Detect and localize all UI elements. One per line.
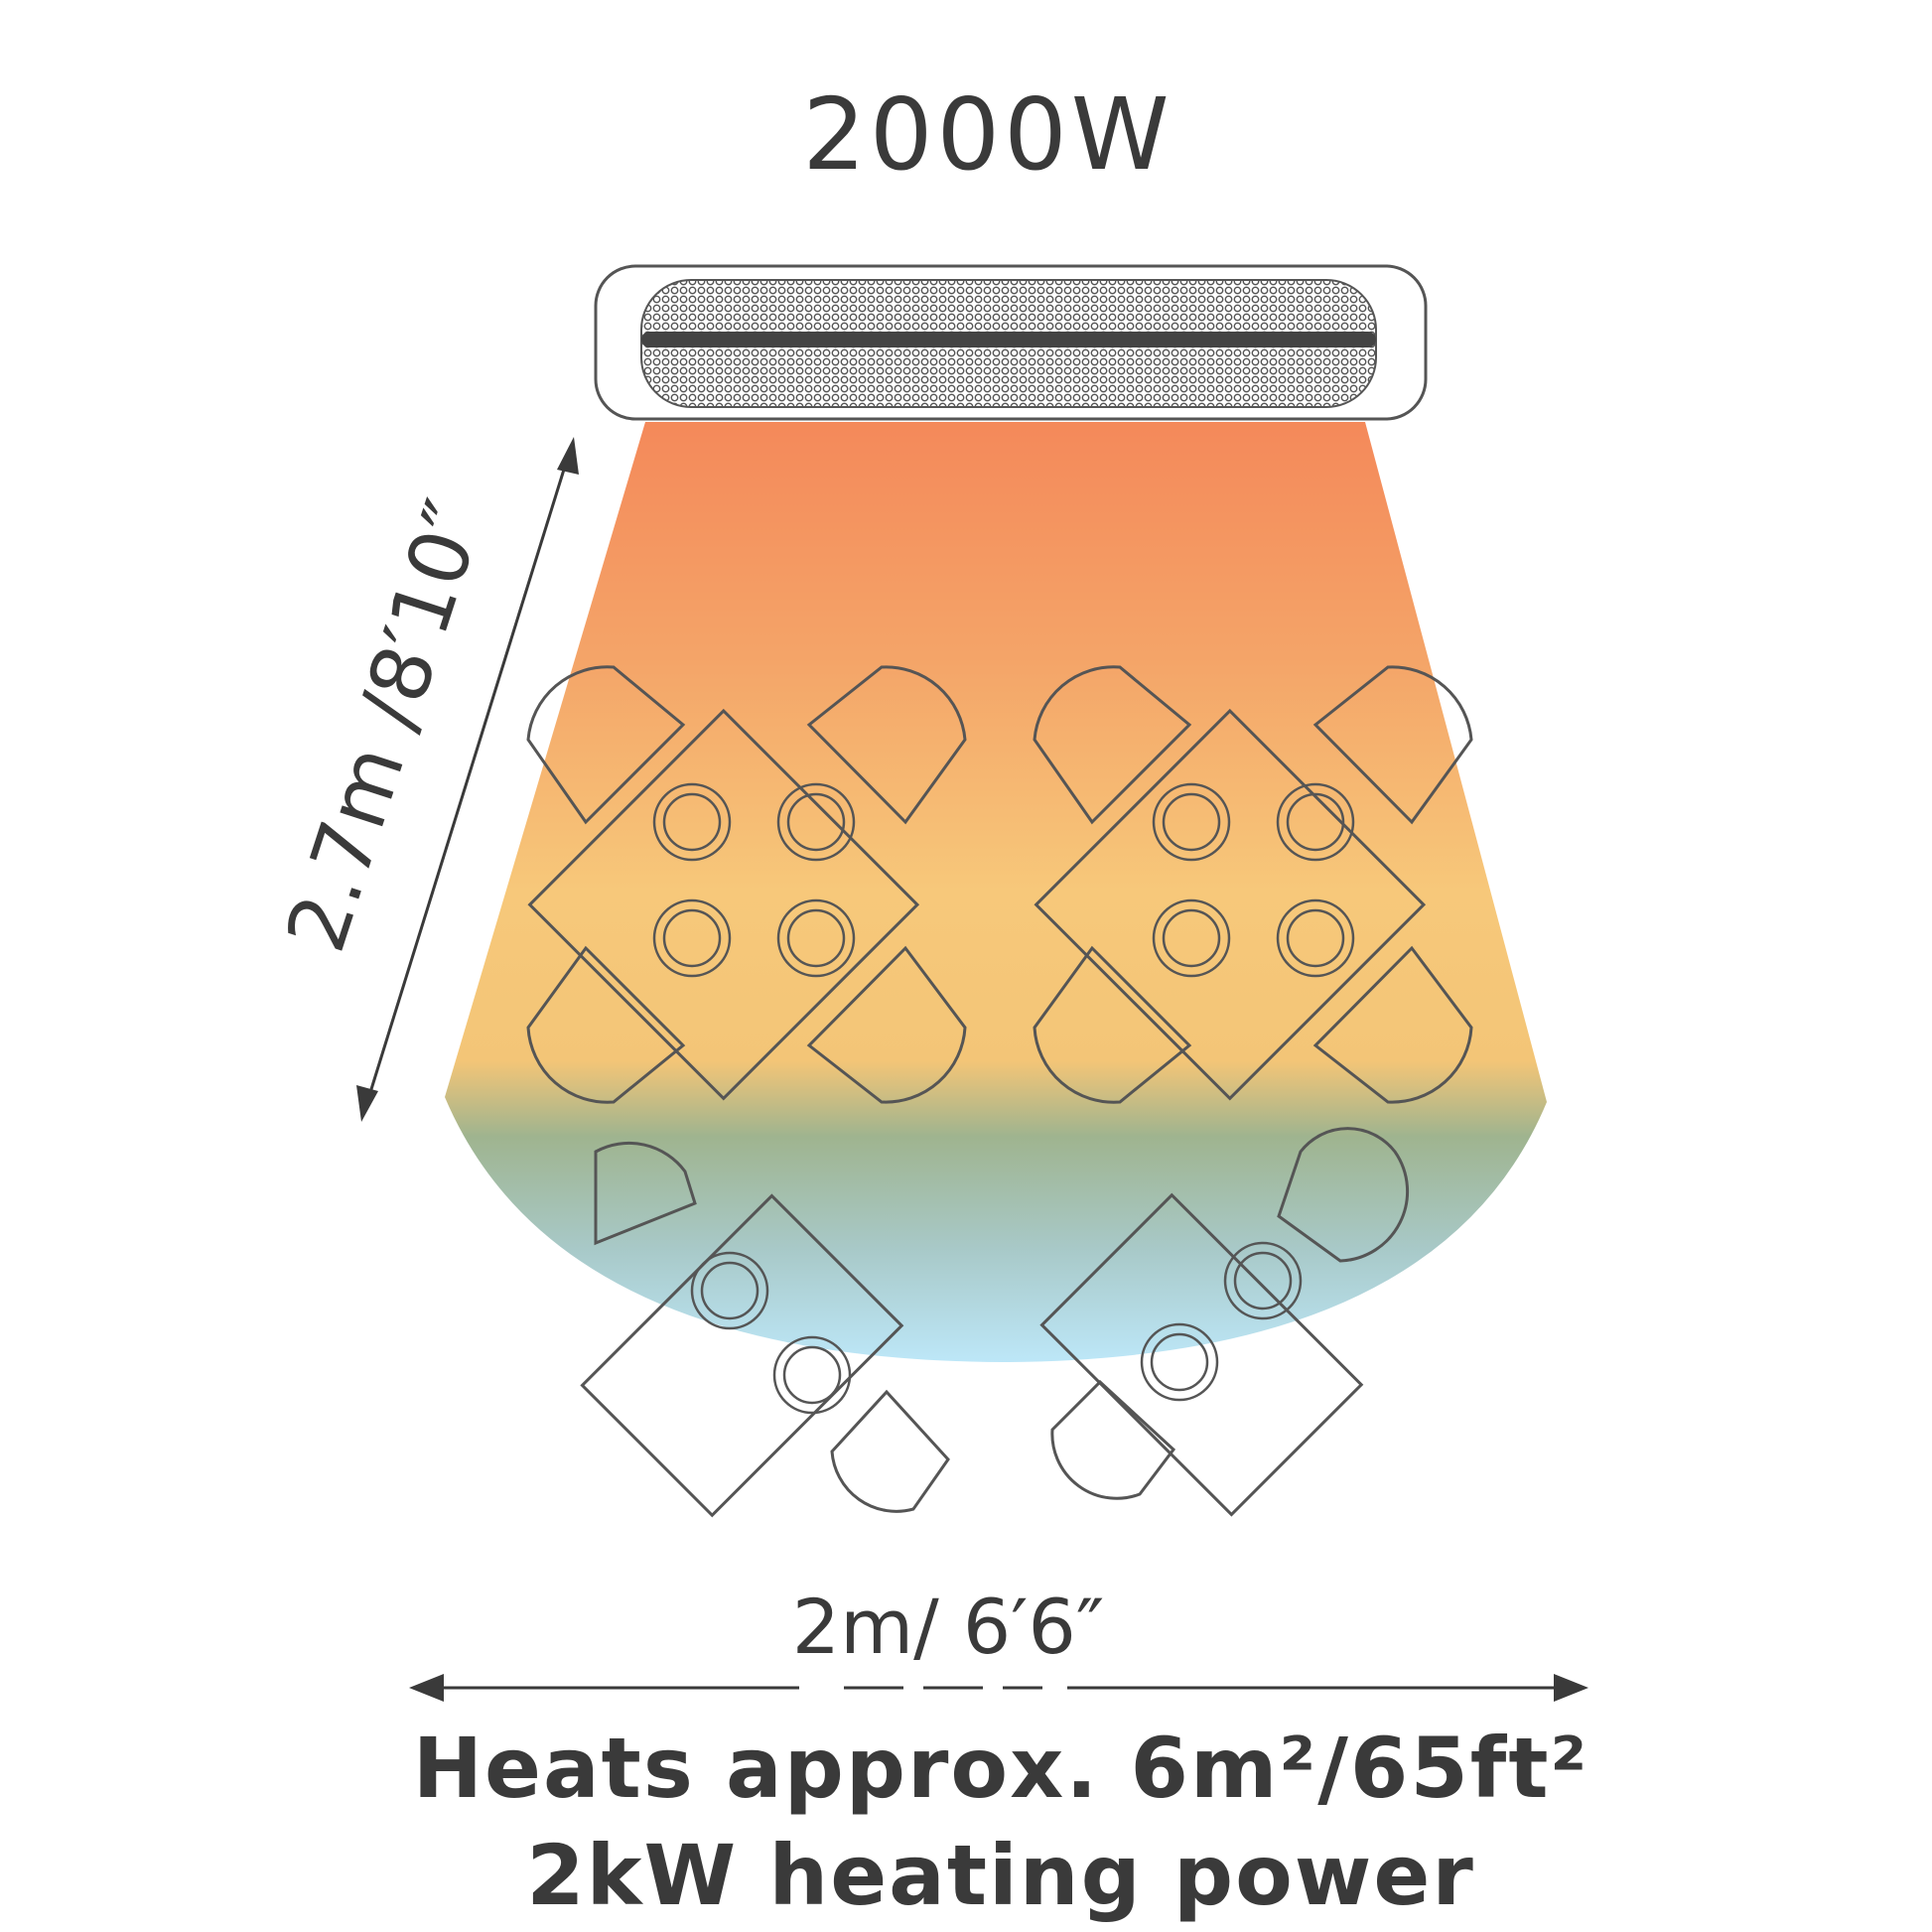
table-group-lower-right: [1039, 1127, 1410, 1517]
wattage-title: 2000W: [802, 76, 1173, 193]
coverage-label: Heats approx. 6m²/65ft²: [413, 1720, 1589, 1817]
depth-label: 2.7m /8′10″: [269, 489, 503, 962]
power-label: 2kW heating power: [526, 1827, 1475, 1924]
heat-zone: [445, 422, 1547, 1362]
width-label: 2m/ 6′6″: [792, 1583, 1105, 1671]
depth-arrow-icon: [356, 437, 579, 1122]
heater-icon: [594, 264, 1428, 421]
table-group-upper-right: [1033, 665, 1473, 1104]
table-group-upper-left: [526, 665, 967, 1104]
table-group-lower-left: [580, 1141, 950, 1518]
width-arrow-icon: [409, 1674, 1588, 1702]
